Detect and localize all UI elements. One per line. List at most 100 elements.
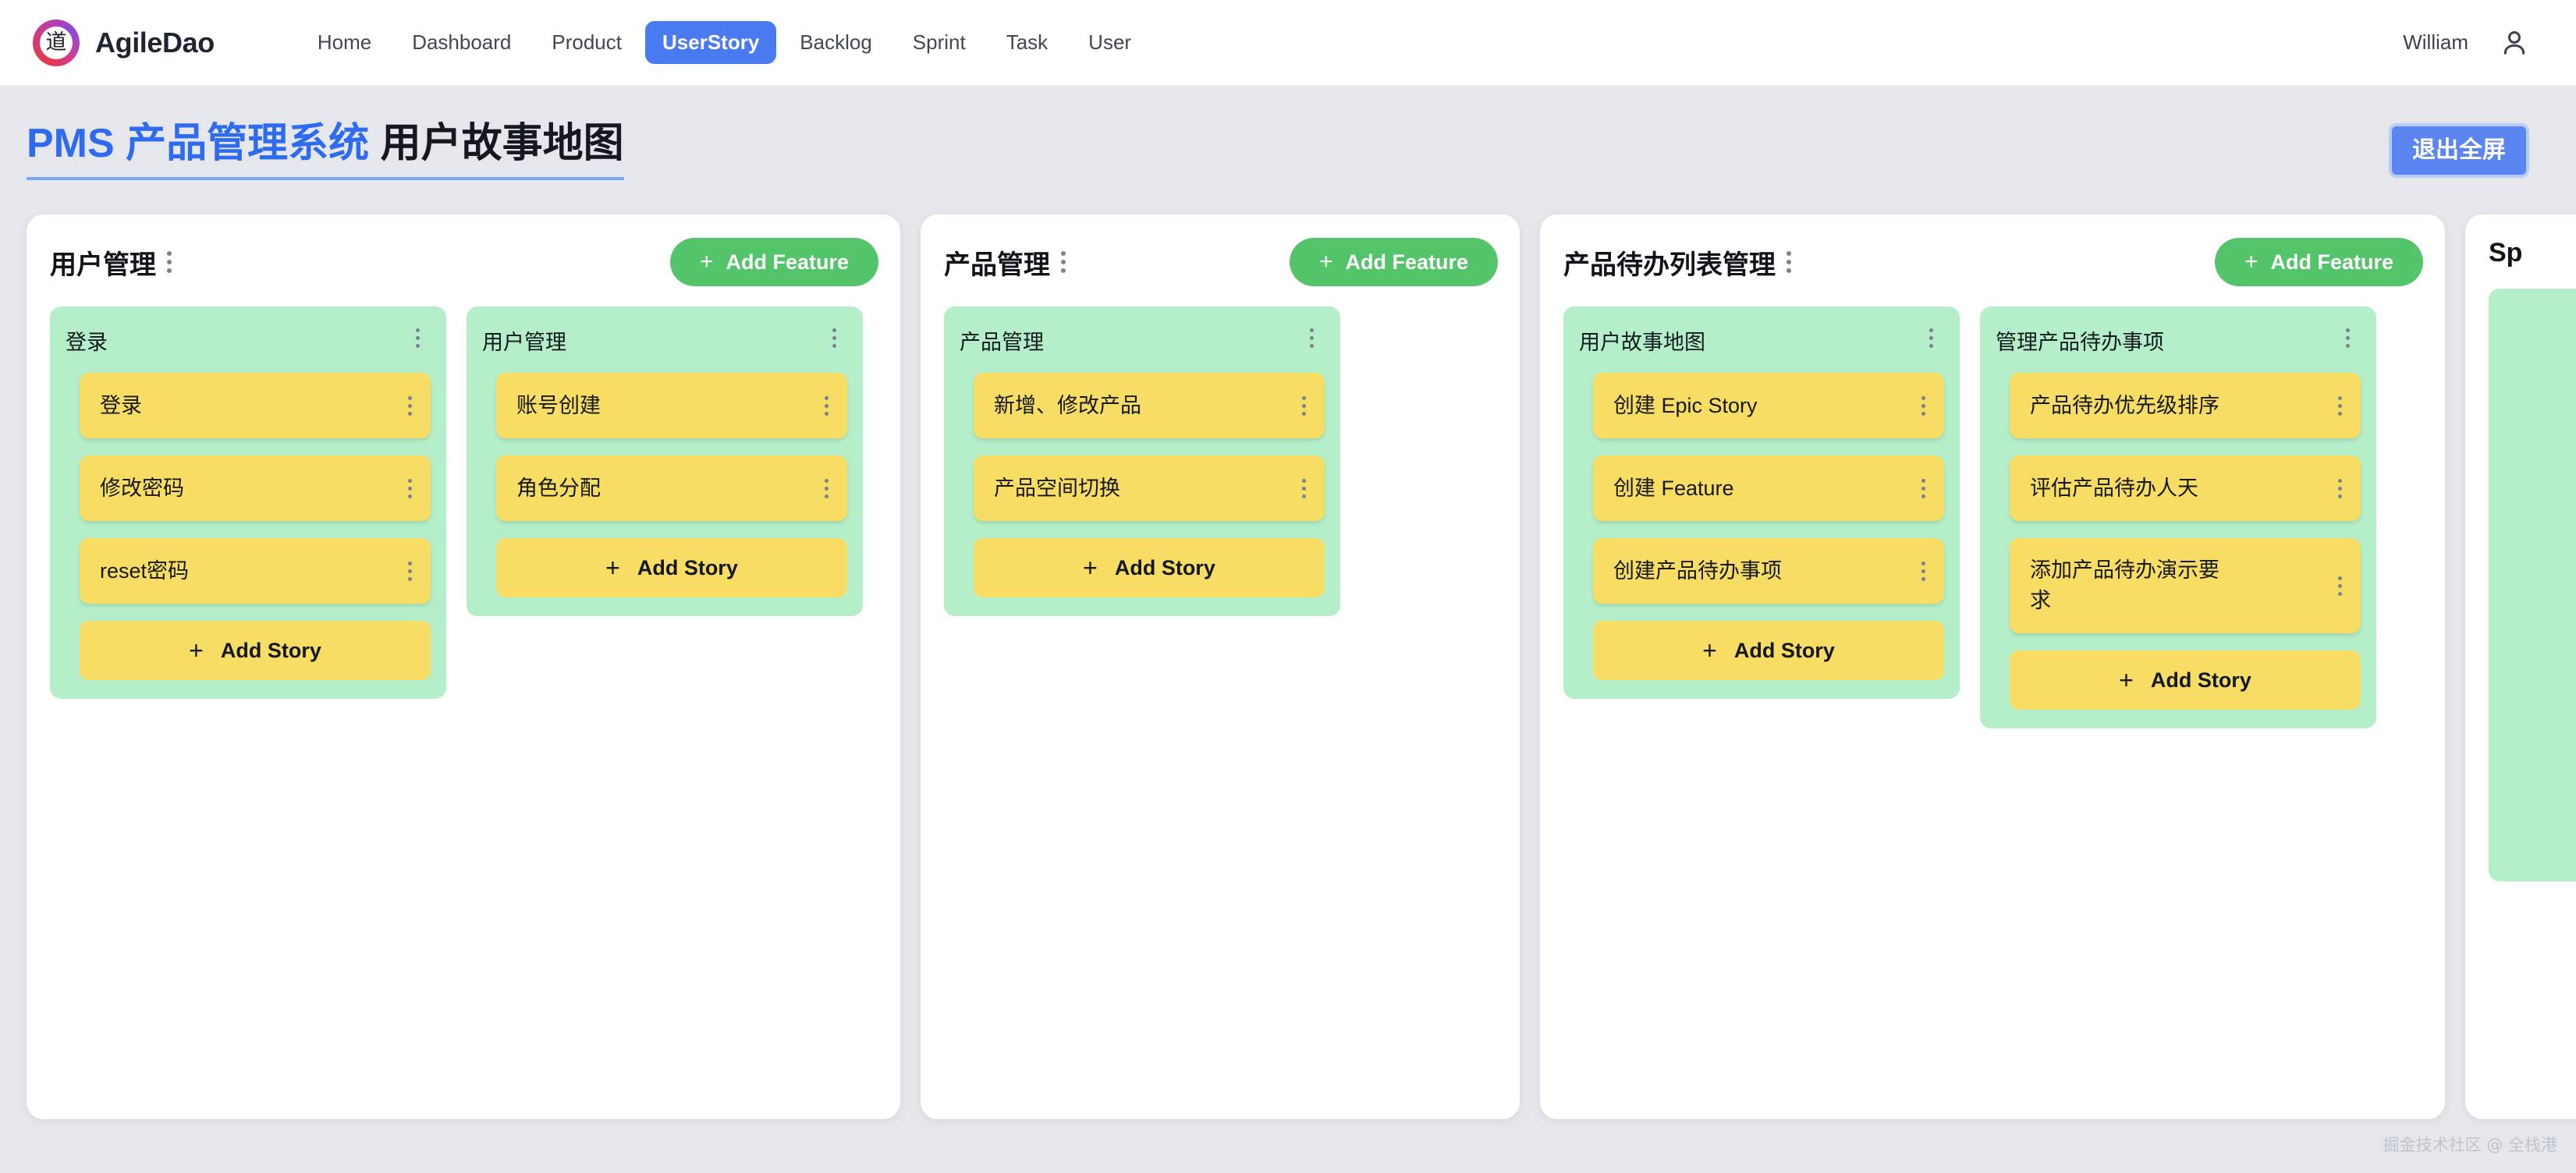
nav-item-backlog[interactable]: Backlog (800, 30, 872, 54)
story-map-board: 用户管理 + Add Feature 登录 登录 修改密码 (0, 180, 2576, 1120)
more-vertical-icon[interactable] (2327, 572, 2353, 601)
epic-header: 用户管理 (482, 324, 847, 356)
story-card[interactable]: 修改密码 (80, 455, 431, 522)
epic-card[interactable]: 登录 登录 修改密码 reset密码 +Add S (50, 307, 446, 700)
watermark: 掘金技术社区 @ 全栈港 (2383, 1136, 2557, 1154)
add-feature-button[interactable]: +Add Feature (2214, 238, 2423, 287)
user-icon[interactable] (2500, 28, 2529, 58)
more-vertical-icon[interactable] (405, 324, 431, 353)
plus-icon: + (605, 553, 620, 582)
more-vertical-icon[interactable] (814, 474, 839, 503)
page-title-rest: 用户故事地图 (369, 121, 624, 166)
epic-list: 产品管理 新增、修改产品 产品空间切换 +Add Story (944, 307, 1498, 617)
epic-card[interactable]: 用户故事地图 创建 Epic Story 创建 Feature 创建产品待办事项 (1563, 307, 1960, 700)
add-story-button[interactable]: +Add Story (2010, 650, 2361, 711)
story-card[interactable]: 产品空间切换 (974, 455, 1325, 522)
story-title: 添加产品待办演示要求 (2030, 558, 2219, 613)
story-card[interactable]: 登录 (80, 373, 431, 439)
nav-item-home[interactable]: Home (317, 30, 372, 54)
add-story-label: Add Story (1114, 555, 1215, 579)
column-header: 产品管理 +Add Feature (944, 238, 1498, 287)
epic-card[interactable]: 产品管理 新增、修改产品 产品空间切换 +Add Story (944, 307, 1340, 617)
story-title: 创建产品待办事项 (1613, 558, 1782, 583)
add-feature-label: Add Feature (1345, 250, 1468, 275)
add-feature-button[interactable]: + Add Feature (1289, 238, 1498, 287)
story-card[interactable]: 创建 Epic Story (1593, 373, 1944, 439)
story-card[interactable]: reset密码 (80, 538, 431, 604)
more-vertical-icon[interactable] (2327, 392, 2353, 420)
story-card[interactable]: 创建产品待办事项 (1593, 538, 1944, 604)
epic-list (2489, 289, 2576, 882)
column-header: 产品待办列表管理 +Add Feature (1563, 238, 2423, 287)
story-card[interactable]: 添加产品待办演示要求 (2010, 538, 2361, 634)
story-title: 修改密码 (100, 476, 184, 500)
more-vertical-icon[interactable] (156, 246, 183, 278)
story-card[interactable]: 评估产品待办人天 (2010, 455, 2361, 522)
epic-card[interactable] (2489, 289, 2576, 882)
epic-header (2504, 306, 2576, 307)
more-vertical-icon[interactable] (397, 474, 423, 503)
more-vertical-icon[interactable] (397, 557, 423, 586)
plus-icon: + (2244, 249, 2258, 275)
more-vertical-icon[interactable] (821, 324, 847, 353)
more-vertical-icon[interactable] (1299, 324, 1325, 353)
add-story-button[interactable]: +Add Story (80, 621, 431, 681)
add-story-label: Add Story (637, 555, 738, 579)
epic-header: 用户故事地图 (1579, 324, 1944, 356)
add-feature-button[interactable]: +Add Feature (669, 238, 878, 287)
story-card[interactable]: 新增、修改产品 (974, 373, 1325, 439)
story-card[interactable]: 账号创建 (496, 373, 847, 439)
nav-item-sprint[interactable]: Sprint (912, 30, 966, 54)
column-title: Sp (2489, 238, 2523, 268)
epic-card[interactable]: 管理产品待办事项 产品待办优先级排序 评估产品待办人天 添加产品待办演示要求 (1980, 307, 2376, 729)
nav-item-dashboard[interactable]: Dashboard (412, 30, 512, 54)
epic-title: 管理产品待办事项 (1996, 331, 2164, 355)
page-title-accent: PMS 产品管理系统 (27, 121, 370, 166)
nav-item-userstory[interactable]: UserStory (645, 21, 777, 64)
epic-title: 用户管理 (482, 331, 566, 355)
more-vertical-icon[interactable] (1291, 392, 1317, 420)
plus-icon: + (1318, 249, 1333, 275)
epic-header: 管理产品待办事项 (1996, 324, 2361, 356)
add-story-button[interactable]: + Add Story (496, 538, 847, 598)
more-vertical-icon[interactable] (814, 392, 839, 420)
add-story-button[interactable]: +Add Story (1593, 621, 1944, 681)
nav-right: William (2403, 28, 2529, 58)
nav-item-task[interactable]: Task (1006, 30, 1048, 54)
epic-header: 产品管理 (960, 324, 1325, 356)
add-story-button[interactable]: +Add Story (974, 538, 1325, 598)
nav-item-product[interactable]: Product (552, 30, 622, 54)
plus-icon: + (699, 249, 714, 275)
story-title: 账号创建 (516, 393, 601, 417)
epic-title: 用户故事地图 (1579, 331, 1705, 355)
more-vertical-icon[interactable] (2327, 474, 2353, 503)
story-title: 登录 (100, 393, 142, 417)
story-title: 评估产品待办人天 (2030, 476, 2198, 500)
more-vertical-icon[interactable] (1776, 246, 1802, 278)
more-vertical-icon[interactable] (1918, 324, 1944, 353)
more-vertical-icon[interactable] (1911, 474, 1936, 503)
story-title: 创建 Feature (1613, 476, 1734, 500)
story-title: 角色分配 (516, 476, 601, 500)
epic-title: 登录 (66, 331, 108, 355)
map-column-user-management: 用户管理 +Add Feature 登录 登录 修改密码 (27, 214, 900, 1120)
column-title: 产品待办列表管理 (1563, 250, 1776, 280)
story-card[interactable]: 产品待办优先级排序 (2010, 373, 2361, 439)
more-vertical-icon[interactable] (1050, 246, 1077, 278)
more-vertical-icon[interactable] (1911, 392, 1936, 420)
story-card[interactable]: 创建 Feature (1593, 455, 1944, 522)
brand[interactable]: 道 AgileDao (33, 19, 215, 66)
more-vertical-icon[interactable] (1911, 557, 1936, 586)
more-vertical-icon[interactable] (1291, 474, 1317, 503)
more-vertical-icon[interactable] (2335, 324, 2361, 353)
page-title: PMS 产品管理系统 用户故事地图 (27, 120, 624, 181)
epic-card[interactable]: 用户管理 账号创建 角色分配 + Add Story (467, 307, 863, 617)
exit-fullscreen-button[interactable]: 退出全屏 (2389, 123, 2529, 178)
story-title: 创建 Epic Story (1613, 393, 1758, 417)
story-title: 新增、修改产品 (994, 393, 1141, 417)
add-story-label: Add Story (1733, 638, 1835, 662)
more-vertical-icon[interactable] (397, 392, 423, 420)
story-card[interactable]: 角色分配 (496, 455, 847, 522)
nav-item-user[interactable]: User (1088, 30, 1132, 54)
add-story-label: Add Story (2150, 668, 2251, 692)
